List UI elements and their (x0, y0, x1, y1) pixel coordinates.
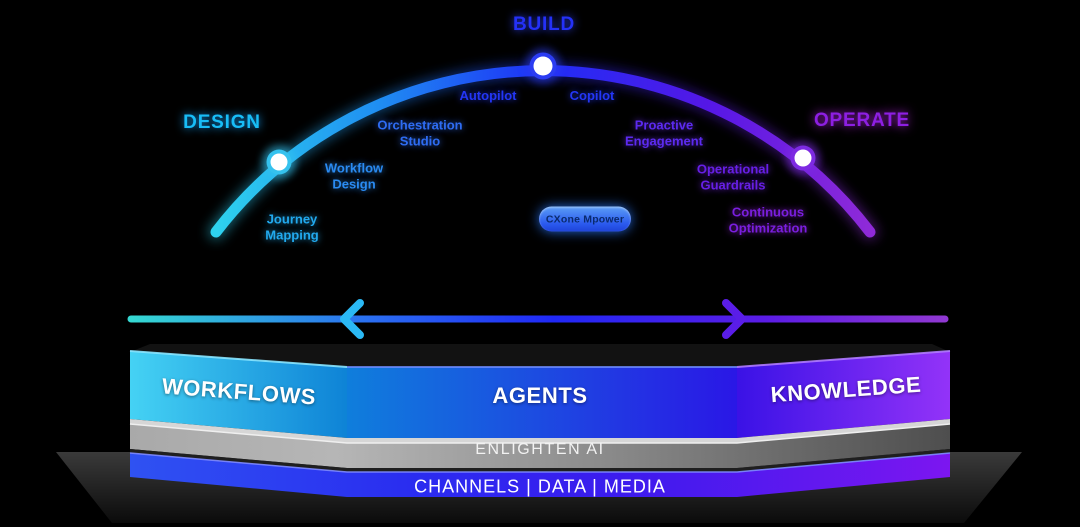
design-node (262, 145, 296, 179)
step-label-orchestration-studio: Orchestration Studio (377, 117, 463, 148)
pillar-label-agents: AGENTS (492, 383, 588, 408)
enlighten-band (130, 424, 950, 468)
channels-band-top-edge (129, 452, 951, 473)
enlighten-band-top-edge (129, 423, 951, 444)
knowledge-face (737, 351, 950, 438)
step-label-journey-mapping: Journey Mapping (265, 211, 319, 242)
enlighten-ai-label: ENLIGHTEN AI (475, 441, 605, 458)
center-badge-label: CXone Mpower (545, 213, 625, 225)
knowledge-top-edge (736, 350, 951, 368)
phase-label-design: DESIGN (183, 112, 261, 133)
step-label-autopilot: Autopilot (459, 88, 517, 104)
workflows-face (130, 351, 347, 438)
phase-label-operate: OPERATE (813, 110, 911, 131)
step-label-copilot: Copilot (569, 88, 615, 104)
channels-data-media-label: CHANNELS | DATA | MEDIA (414, 476, 666, 497)
left-arrowhead-icon (340, 299, 364, 339)
platform-top-face (130, 344, 950, 368)
agents-face (347, 367, 737, 438)
center-badge: CXone Mpower (539, 206, 631, 232)
channels-band (130, 453, 950, 497)
workflows-top-edge (129, 350, 348, 368)
step-label-operational-guardrails: Operational Guardrails (696, 161, 770, 192)
platform-bevel (130, 419, 950, 443)
phase-label-build: BUILD (512, 14, 576, 35)
right-arrowhead-icon (722, 299, 746, 339)
step-label-proactive-engagement: Proactive Engagement (624, 117, 704, 148)
build-node (525, 48, 561, 84)
step-label-continuous-optimization: Continuous Optimization (728, 204, 808, 235)
operate-node (786, 141, 820, 175)
step-label-workflow-design: Workflow Design (324, 160, 384, 191)
